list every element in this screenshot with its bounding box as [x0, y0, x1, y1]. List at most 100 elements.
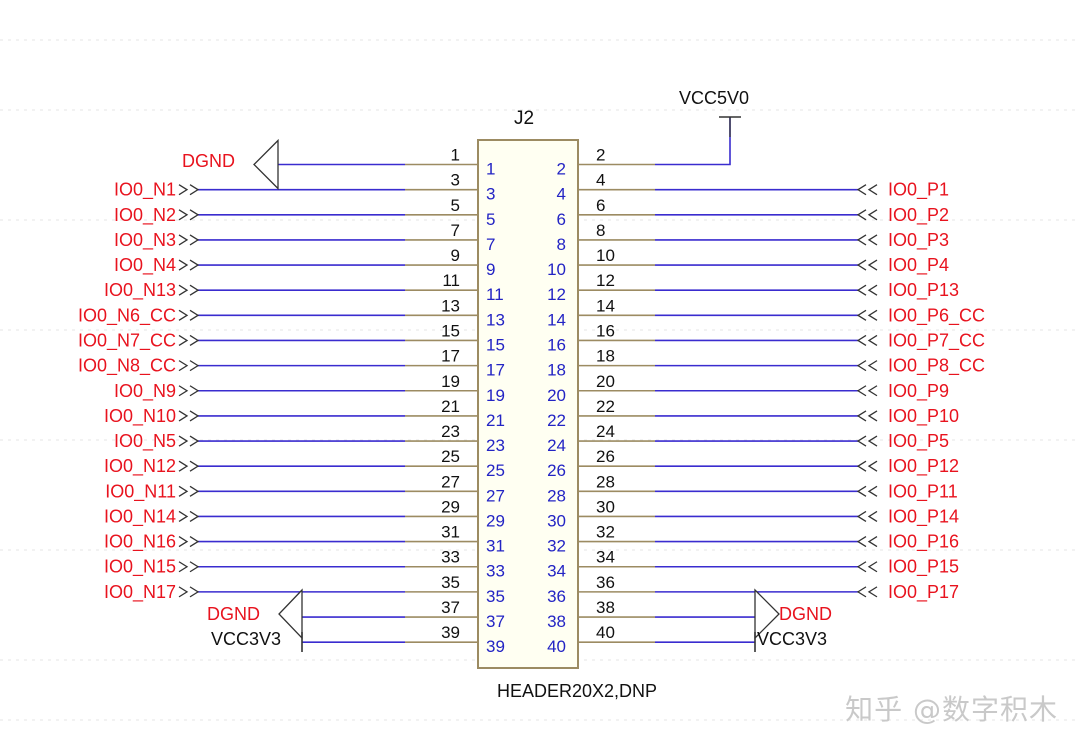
pin-number-35: 35 [441, 573, 460, 592]
ground-symbol-left-top [253, 138, 279, 191]
net-port-arrow [856, 334, 867, 347]
net-label-left: IO0_N3 [114, 230, 176, 251]
net-port-arrow [856, 259, 867, 271]
net-port-arrow [856, 360, 867, 372]
inner-pin-number-40: 40 [547, 637, 566, 656]
inner-pin-number-26: 26 [547, 461, 566, 480]
net-port-arrow [189, 460, 200, 472]
net-port-arrow [178, 586, 189, 598]
pin-number-37: 37 [441, 598, 460, 617]
inner-pin-number-16: 16 [547, 335, 566, 354]
net-port-arrow [178, 485, 189, 497]
net-label-right: IO0_P9 [888, 381, 949, 402]
net-label-left: IO0_N13 [104, 280, 176, 301]
net-label-left: IO0_N10 [104, 406, 176, 427]
inner-pin-number-2: 2 [557, 160, 566, 179]
net-port-arrow [856, 561, 867, 573]
wire-pin2-vcc5v0 [655, 117, 731, 166]
net-port-arrow [178, 385, 189, 397]
power-label-vcc3v3-right: VCC3V3 [757, 629, 827, 649]
pin-number-38: 38 [596, 598, 615, 617]
net-port-arrow [189, 586, 200, 598]
pin-number-31: 31 [441, 523, 460, 542]
net-label-left: IO0_N11 [105, 481, 176, 502]
net-port-arrow [178, 561, 189, 573]
inner-pin-number-36: 36 [547, 587, 566, 606]
pin-number-1: 1 [451, 146, 460, 165]
inner-pin-number-37: 37 [486, 612, 505, 631]
net-label-right: IO0_P14 [888, 506, 959, 527]
net-port-arrow [189, 184, 200, 196]
net-port-arrow [856, 284, 867, 296]
net-port-arrow [867, 334, 878, 347]
net-port-arrow [178, 209, 189, 221]
net-port-arrow [856, 410, 867, 422]
inner-pin-number-13: 13 [486, 310, 505, 329]
inner-pin-number-19: 19 [486, 386, 505, 405]
inner-pin-number-20: 20 [547, 386, 566, 405]
net-port-arrow [867, 234, 878, 246]
inner-pin-number-6: 6 [557, 210, 566, 229]
net-port-arrow [867, 184, 878, 196]
inner-pin-number-14: 14 [547, 310, 566, 329]
net-port-arrow [867, 561, 878, 573]
net-port-arrow [867, 284, 878, 296]
inner-pin-number-34: 34 [547, 562, 566, 581]
net-port-arrow [867, 460, 878, 472]
pin-number-26: 26 [596, 447, 615, 466]
net-label-right: IO0_P3 [888, 230, 949, 251]
inner-pin-number-31: 31 [486, 537, 505, 556]
net-port-arrow [856, 209, 867, 221]
net-label-right: IO0_P16 [888, 532, 959, 553]
net-port-arrow [178, 360, 189, 372]
net-port-arrow [189, 284, 200, 296]
pin-number-9: 9 [451, 246, 460, 265]
net-port-arrow [856, 510, 867, 523]
inner-pin-number-33: 33 [486, 562, 505, 581]
net-port-arrow [856, 485, 867, 497]
pin-number-25: 25 [441, 447, 460, 466]
connector-part-name: HEADER20X2,DNP [497, 681, 657, 701]
net-label-left: IO0_N1 [114, 180, 176, 201]
net-port-arrow [856, 184, 867, 196]
inner-pin-number-10: 10 [547, 260, 566, 279]
net-port-arrow [189, 536, 200, 548]
net-label-right: IO0_P15 [888, 557, 959, 578]
connector-ref: J2 [514, 108, 534, 129]
inner-pin-number-22: 22 [547, 411, 566, 430]
ground-label-left-top: DGND [182, 151, 235, 171]
net-port-arrow [189, 485, 200, 497]
net-port-arrow [856, 536, 867, 548]
net-label-left: IO0_N4 [114, 255, 176, 276]
inner-pin-number-4: 4 [557, 185, 566, 204]
net-port-arrow [178, 410, 189, 422]
watermark: 知乎 @数字积木 [845, 693, 1058, 726]
net-port-arrow [867, 586, 878, 598]
pin-number-20: 20 [596, 372, 615, 391]
pin-number-15: 15 [441, 321, 460, 340]
net-port-arrow [178, 536, 189, 548]
net-port-arrow [867, 385, 878, 397]
net-port-arrow [189, 385, 200, 397]
inner-pin-number-11: 11 [486, 285, 504, 304]
net-port-arrow [178, 435, 189, 447]
symbols-layer [178, 116, 878, 669]
net-port-arrow [189, 561, 200, 573]
pin-number-34: 34 [596, 548, 615, 567]
inner-pin-number-39: 39 [486, 637, 505, 656]
ground-symbol-left-bottom [278, 588, 303, 640]
inner-pin-number-38: 38 [547, 612, 566, 631]
net-port-arrow [178, 460, 189, 472]
net-label-right: IO0_P7_CC [888, 330, 985, 351]
net-label-right: IO0_P8_CC [888, 356, 985, 377]
net-port-arrow [178, 334, 189, 347]
net-label-left: IO0_N2 [114, 205, 176, 226]
pin-number-24: 24 [596, 422, 615, 441]
power-label-vcc3v3-left: VCC3V3 [211, 629, 281, 649]
pin-number-29: 29 [441, 497, 460, 516]
net-label-right: IO0_P2 [888, 205, 949, 226]
inner-pin-number-21: 21 [486, 411, 505, 430]
inner-pin-number-27: 27 [486, 486, 505, 505]
net-label-right: IO0_P12 [888, 456, 959, 477]
